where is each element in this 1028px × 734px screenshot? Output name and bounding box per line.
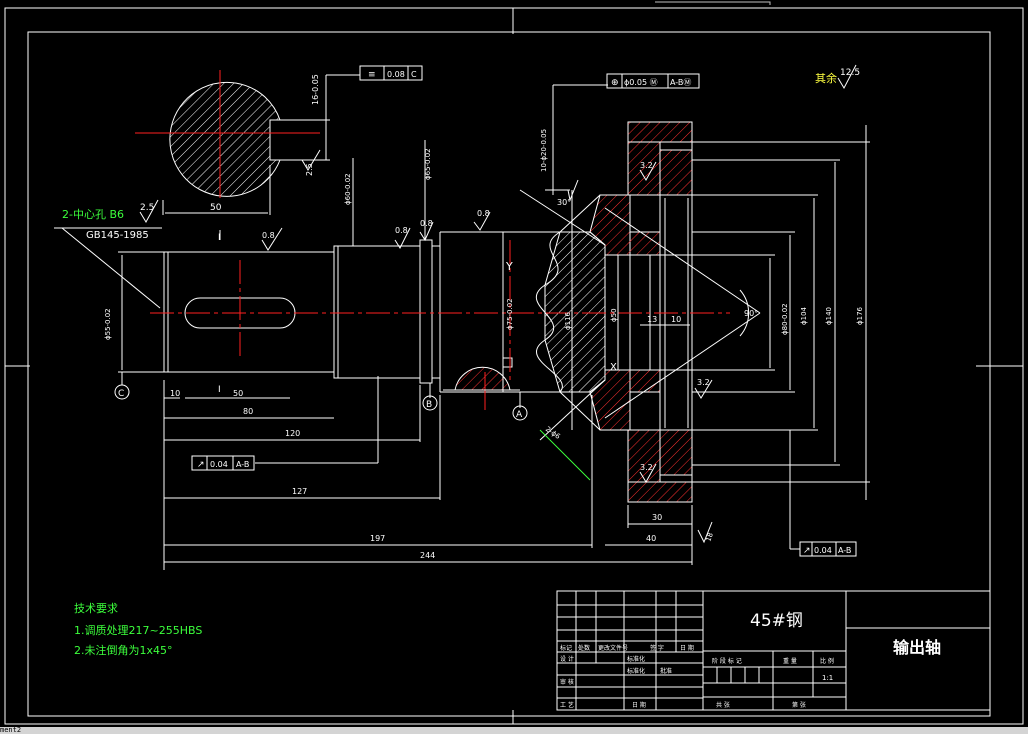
roughness-gear-3: 3.2 — [640, 463, 653, 472]
center-hole-standard: GB145-1985 — [86, 230, 149, 241]
tb-weight: 重 量 — [783, 657, 797, 665]
tech-req-line2: 2.未注倒角为1x45° — [74, 643, 173, 657]
centerlines — [150, 240, 730, 380]
dim-len-10: 10 — [170, 389, 180, 398]
tb-row-approve: 批准 — [660, 667, 672, 675]
dim-pin-chamfer: 2.5 — [305, 163, 314, 176]
dim-len-244: 244 — [420, 551, 435, 560]
dim-keyway-depth: 16-0.05 — [311, 74, 320, 105]
section-mark-bottom: I — [218, 385, 221, 395]
tb-stage: 阶 段 标 记 — [712, 657, 742, 665]
dim-len-10b: 10 — [671, 315, 681, 324]
roughness-shaft-1: 0.8 — [262, 231, 275, 240]
tech-req-title: 技术要求 — [74, 602, 118, 615]
tb-header-mark: 标记 — [560, 644, 572, 652]
roughness-symbols — [139, 64, 857, 544]
tol-runout-ref: A-B — [236, 460, 249, 469]
dim-angle-90: 90° — [744, 309, 758, 318]
tb-row-check: 审 核 — [560, 678, 574, 686]
tech-req-line1: 1.调质处理217~255HBS — [74, 624, 202, 637]
title-part-name: 输出轴 — [893, 638, 941, 657]
tb-header-date: 日 期 — [680, 644, 694, 652]
tol-gear-runout-value: 0.04 — [814, 546, 832, 555]
section-mark-top: I — [218, 233, 221, 243]
tol-keyway-symbol: ≡ — [368, 70, 376, 80]
dim-dia-176: ϕ176 — [856, 306, 864, 325]
tol-keyway-ref: C — [411, 70, 417, 79]
tb-header-count: 处数 — [578, 644, 590, 652]
tb-row-process: 工 艺 — [560, 701, 574, 709]
roughness-gear-1: 3.2 — [640, 161, 653, 170]
dim-angle-30: 30° — [557, 198, 571, 207]
dim-len-13: 13 — [647, 315, 657, 324]
tol-keyway-value: 0.08 — [387, 70, 405, 79]
dim-len-80: 80 — [243, 407, 253, 416]
tb-header-zone: 更改文件号 — [598, 644, 628, 652]
dim-len-120: 120 — [285, 429, 300, 438]
dim-len-18: 18 — [704, 532, 715, 543]
axis-y-label: Y — [505, 260, 513, 273]
tb-sheet: 第 张 — [792, 701, 806, 709]
tol-position-value: ϕ0.05 Ⓜ — [624, 78, 658, 87]
dim-dia-116: ϕ116 — [564, 311, 572, 330]
roughness-pin: 2.5 — [140, 203, 154, 213]
tb-sheets: 共 张 — [716, 701, 730, 709]
datum-b: B — [426, 400, 432, 410]
tol-position-symbol: ⊕ — [611, 78, 619, 88]
dim-dia-75: ϕ75-0.02 — [506, 298, 514, 330]
datum-c: C — [118, 389, 124, 399]
tb-header-sign: 签 字 — [650, 644, 664, 652]
tb-scale: 1:1 — [822, 674, 833, 682]
dim-chamfer: 2-ϕ6 — [544, 425, 562, 441]
dim-len-30: 30 — [652, 513, 662, 522]
keyway-section-view — [135, 70, 361, 240]
viewport-corner — [655, 1, 771, 5]
tb-row-date: 日 期 — [632, 701, 646, 709]
cone-lines — [519, 189, 761, 441]
tb-scale-header: 比 例 — [820, 657, 834, 665]
dim-dia-80: ϕ80-0.02 — [781, 303, 789, 335]
tol-gear-runout-ref: A-B — [838, 546, 851, 555]
roughness-gear-2: 3.2 — [697, 378, 710, 387]
dim-len-197: 197 — [370, 534, 385, 543]
dim-dia-104: ϕ104 — [800, 306, 808, 325]
center-hole-note: 2-中心孔 B6 — [62, 208, 124, 221]
axis-x-label: X — [610, 362, 617, 373]
dim-dia-140: ϕ140 — [825, 307, 833, 325]
drawing-frame — [4, 7, 1024, 725]
roughness-main-label: 其余 — [815, 71, 837, 85]
roughness-shaft-3: 0.8 — [420, 219, 433, 228]
dim-len-127: 127 — [292, 487, 307, 496]
dim-dia-55: ϕ55-0.02 — [104, 308, 112, 340]
title-block-grid — [556, 590, 991, 711]
command-line[interactable]: ment2 — [0, 727, 1028, 734]
tol-gear-runout-symbol: ↗ — [803, 546, 811, 556]
title-material: 45#钢 — [750, 611, 803, 631]
dim-holes: 10-ϕ20-0.05 — [540, 129, 548, 172]
pin-section — [443, 357, 520, 410]
tol-position-ref: A-BⓂ — [670, 78, 691, 87]
dim-dia-50: ϕ50 — [610, 308, 618, 322]
dimension-lines — [54, 84, 870, 570]
roughness-shaft-2: 0.8 — [395, 226, 408, 235]
dim-dia-65: ϕ65-0.02 — [424, 148, 432, 180]
tb-row-stamp: 标准化 — [627, 667, 645, 675]
tol-runout-symbol: ↗ — [197, 460, 205, 470]
extension-lines-green — [539, 429, 591, 481]
dim-dia-60: ϕ60-0.02 — [344, 173, 352, 205]
tb-row-design: 设 计 — [560, 655, 574, 663]
tol-runout-value: 0.04 — [210, 460, 228, 469]
dim-len-50: 50 — [233, 389, 243, 398]
tolerance-frames — [114, 65, 857, 557]
dim-keyway-width: 50 — [210, 203, 222, 213]
roughness-shaft-4: 0.8 — [477, 209, 490, 218]
tb-row-std: 标准化 — [627, 655, 645, 663]
dim-len-40: 40 — [646, 534, 656, 543]
datum-a: A — [516, 410, 523, 420]
roughness-main-value: 12.5 — [840, 68, 860, 78]
